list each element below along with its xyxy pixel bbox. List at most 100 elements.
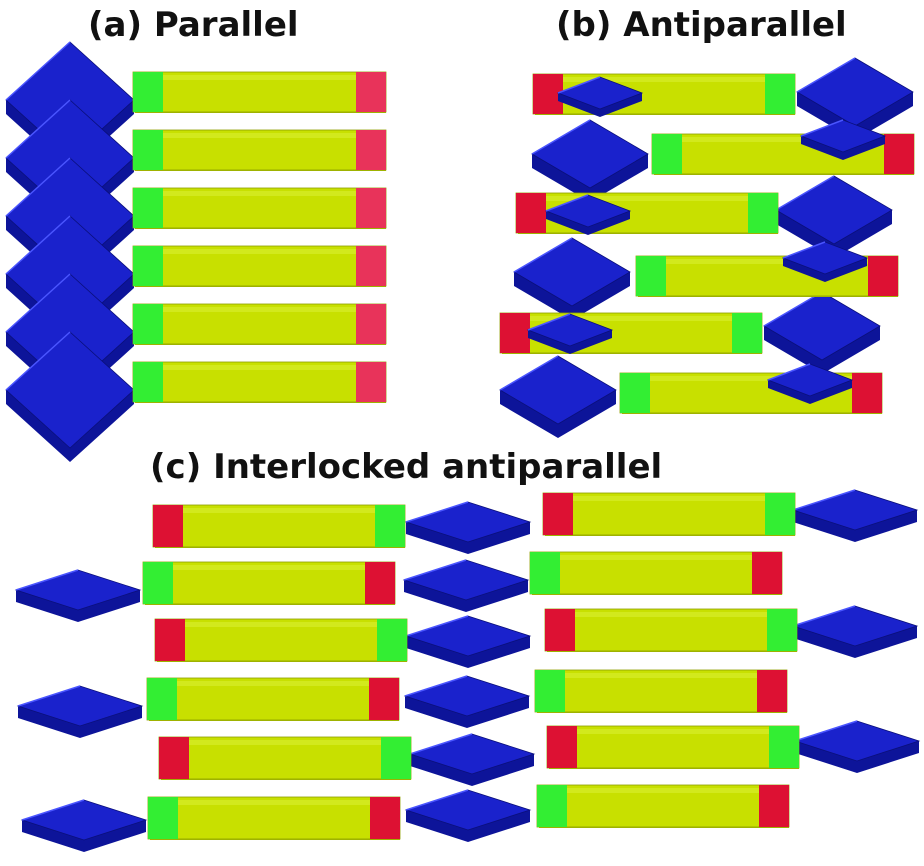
rod-highlight xyxy=(549,729,797,734)
plate-edge-highlight xyxy=(792,489,856,511)
rod-green-cap xyxy=(133,72,163,112)
rod-red-cap xyxy=(153,505,183,547)
rod-red-cap xyxy=(356,362,386,402)
rod-highlight xyxy=(135,365,384,370)
plate-edge-highlight xyxy=(405,501,469,523)
interlocked-rod-left-column xyxy=(147,796,401,840)
plate-edge-highlight xyxy=(800,119,844,137)
panel-b-antiparallel xyxy=(499,57,915,438)
plate-edge-highlight xyxy=(403,559,467,581)
interlocked-rod-left-column xyxy=(152,504,406,548)
plate-edge-highlight xyxy=(763,291,823,327)
plate-side-face xyxy=(793,626,917,658)
plate-side-face xyxy=(500,390,616,438)
interlocked-plate xyxy=(408,733,536,786)
plate-edge-highlight xyxy=(405,789,469,811)
plate-edge-highlight xyxy=(499,355,559,391)
rod-red-cap xyxy=(369,678,399,720)
plate-side-face xyxy=(764,326,880,374)
rod-green-cap xyxy=(620,373,650,413)
rod-highlight xyxy=(161,740,409,745)
rod-red-cap xyxy=(370,797,400,839)
rod-red-cap xyxy=(759,785,789,827)
plate-side-face xyxy=(406,636,530,668)
parallel-rod xyxy=(132,129,387,171)
rod-green-cap xyxy=(636,256,666,296)
interlocked-rod-left-column xyxy=(146,677,400,721)
plate-edge-highlight xyxy=(792,605,856,627)
rod-red-cap xyxy=(356,246,386,286)
interlocked-rod-right-column xyxy=(536,784,790,828)
plate-edge-highlight xyxy=(5,157,71,217)
panel-c-interlocked-antiparallel xyxy=(14,489,921,852)
rod-red-cap xyxy=(356,130,386,170)
interlocked-rod-right-column xyxy=(534,669,788,713)
rod-highlight xyxy=(654,137,912,142)
rod-highlight xyxy=(622,376,880,381)
rod-highlight xyxy=(537,673,785,678)
parallel-rod xyxy=(132,303,387,345)
plate-edge-highlight xyxy=(794,720,858,742)
interlocked-rod-right-column xyxy=(529,551,783,595)
antiparallel-plate-large xyxy=(763,291,881,374)
plate-side-face xyxy=(514,272,630,320)
rod-red-cap xyxy=(852,373,882,413)
interlocked-plate xyxy=(404,501,532,554)
interlocked-plate xyxy=(16,685,144,738)
interlocked-rod-right-column xyxy=(546,725,800,769)
rod-red-cap xyxy=(159,737,189,779)
rod-highlight xyxy=(535,77,793,82)
rod-highlight xyxy=(518,196,776,201)
antiparallel-plate-small xyxy=(544,194,632,235)
plate-edge-highlight xyxy=(5,331,71,391)
rod-green-cap xyxy=(765,74,795,114)
rod-red-cap xyxy=(155,619,185,661)
interlocked-rod-left-column xyxy=(158,736,412,780)
plate-edge-highlight xyxy=(513,237,573,273)
plate-edge-highlight xyxy=(17,685,81,707)
plate-edge-highlight xyxy=(5,215,71,275)
rod-green-cap xyxy=(375,505,405,547)
interlocked-plate xyxy=(791,605,919,658)
plate-edge-highlight xyxy=(767,363,811,381)
interlocked-plate xyxy=(791,489,919,542)
rod-highlight xyxy=(638,259,896,264)
plate-edge-highlight xyxy=(409,733,473,755)
antiparallel-plate-large xyxy=(531,119,649,202)
rod-highlight xyxy=(150,800,398,805)
interlocked-rod-left-column xyxy=(142,561,396,605)
plate-side-face xyxy=(6,390,134,462)
rod-highlight xyxy=(502,316,760,321)
plate-side-face xyxy=(406,522,530,554)
rod-red-cap xyxy=(543,493,573,535)
interlocked-plate xyxy=(14,569,142,622)
plate-edge-highlight xyxy=(404,675,468,697)
rod-highlight xyxy=(157,622,405,627)
antiparallel-plate-small xyxy=(781,241,869,282)
rod-green-cap xyxy=(381,737,411,779)
plate-edge-highlight xyxy=(782,241,826,259)
rod-green-cap xyxy=(148,797,178,839)
plate-edge-highlight xyxy=(405,615,469,637)
plate-side-face xyxy=(558,93,642,117)
rod-green-cap xyxy=(377,619,407,661)
plate-edge-highlight xyxy=(527,313,571,331)
interlocked-rod-right-column xyxy=(544,608,798,652)
plate-side-face xyxy=(410,754,534,786)
plate-edge-highlight xyxy=(5,41,71,101)
plate-edge-highlight xyxy=(5,99,71,159)
plate-edge-highlight xyxy=(557,76,601,94)
rod-highlight xyxy=(135,133,384,138)
rod-highlight xyxy=(155,508,403,513)
plate-edge-highlight xyxy=(545,194,589,212)
rod-highlight xyxy=(145,565,393,570)
plate-edge-highlight xyxy=(5,273,71,333)
plate-side-face xyxy=(405,696,529,728)
rod-red-cap xyxy=(752,552,782,594)
rod-green-cap xyxy=(765,493,795,535)
plate-side-face xyxy=(795,741,919,773)
parallel-rod xyxy=(132,245,387,287)
parallel-rod xyxy=(132,187,387,229)
interlocked-rod-left-column xyxy=(154,618,408,662)
